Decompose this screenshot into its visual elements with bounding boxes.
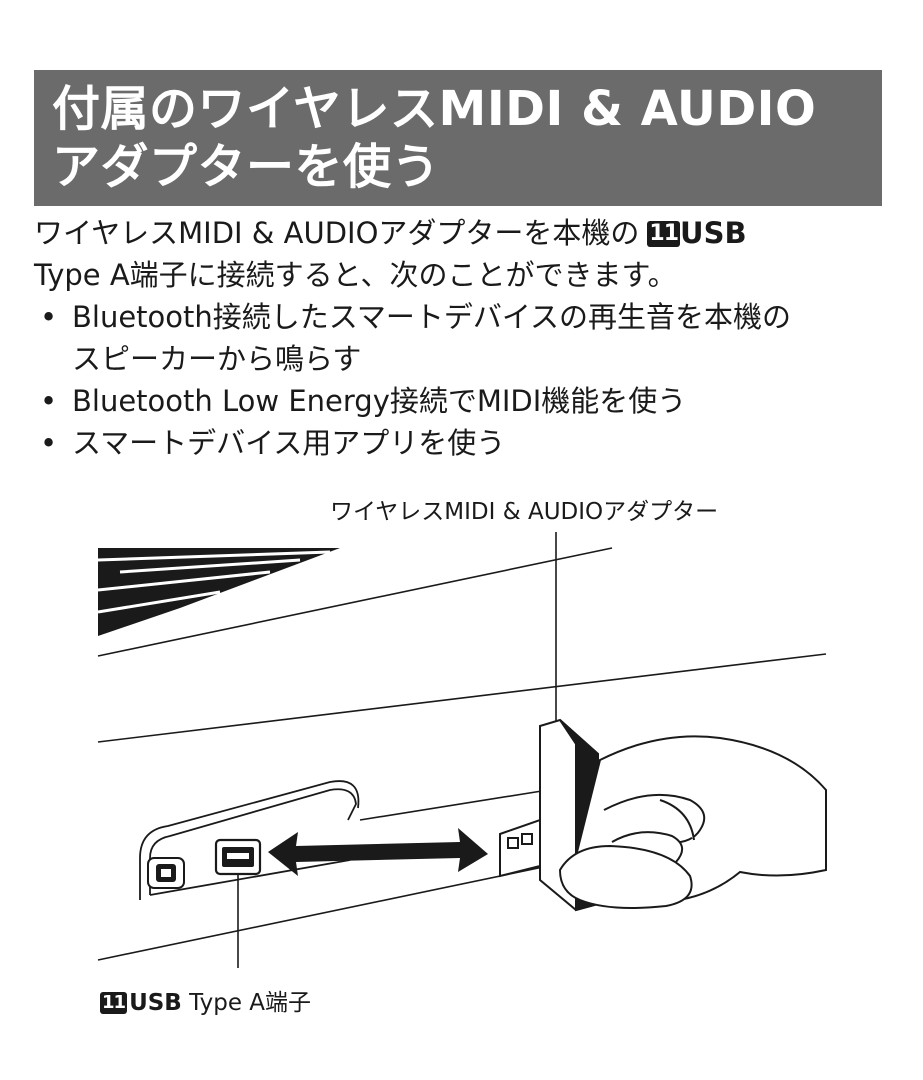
usb-b-port-icon xyxy=(147,857,185,889)
feature-text-line-1: Bluetooth Low Energy接続でMIDI機能を使う xyxy=(72,384,687,418)
intro-line-1: ワイヤレスMIDI & AUDIOアダプターを本機の 11USB xyxy=(34,212,894,254)
piano-body-outline xyxy=(97,547,827,961)
bullet-dot-icon: • xyxy=(40,426,58,460)
feature-text-line-1: Bluetooth接続したスマートデバイスの再生音を本機の xyxy=(72,300,792,334)
section-title-line-1: 付属のワイヤレスMIDI & AUDIO xyxy=(52,81,817,137)
feature-text-line-1: スマートデバイス用アプリを使う xyxy=(72,426,506,460)
intro-line-2: Type A端子に接続すると、次のことができます。 xyxy=(34,258,677,292)
usb-port-name: USB xyxy=(680,216,747,250)
intro-line-1-text: ワイヤレスMIDI & AUDIOアダプターを本機の xyxy=(34,216,640,250)
usb-a-port-icon xyxy=(214,838,262,876)
feature-list-item: • Bluetooth接続したスマートデバイスの再生音を本機の スピーカーから鳴… xyxy=(34,296,894,380)
connector-panel xyxy=(139,780,360,900)
bullet-dot-icon: • xyxy=(40,300,58,334)
feature-list-item: • Bluetooth Low Energy接続でMIDI機能を使う xyxy=(34,380,894,422)
piano-keys xyxy=(97,548,340,636)
feature-list: • Bluetooth接続したスマートデバイスの再生音を本機の スピーカーから鳴… xyxy=(34,296,894,464)
section-title-line-2: アダプターを使う xyxy=(52,139,441,195)
usb-port-number-badge: 11 xyxy=(647,221,681,247)
section-title: 付属のワイヤレスMIDI & AUDIO アダプターを使う xyxy=(34,70,882,206)
usb-port-type-text: Type A端子 xyxy=(181,990,312,1016)
usb-port-name: USB xyxy=(129,990,182,1016)
feature-list-item: • スマートデバイス用アプリを使う xyxy=(34,422,894,464)
hand-illustration xyxy=(558,735,827,909)
intro-paragraph: ワイヤレスMIDI & AUDIOアダプターを本機の 11USB Type A端子… xyxy=(34,212,894,464)
bullet-dot-icon: • xyxy=(40,384,58,418)
connect-arrow-icon xyxy=(268,828,488,876)
feature-text-line-2: スピーカーから鳴らす xyxy=(72,342,362,376)
usb-port-number-badge: 11 xyxy=(100,992,128,1014)
adapter-callout-label: ワイヤレスMIDI & AUDIOアダプター xyxy=(330,499,719,525)
